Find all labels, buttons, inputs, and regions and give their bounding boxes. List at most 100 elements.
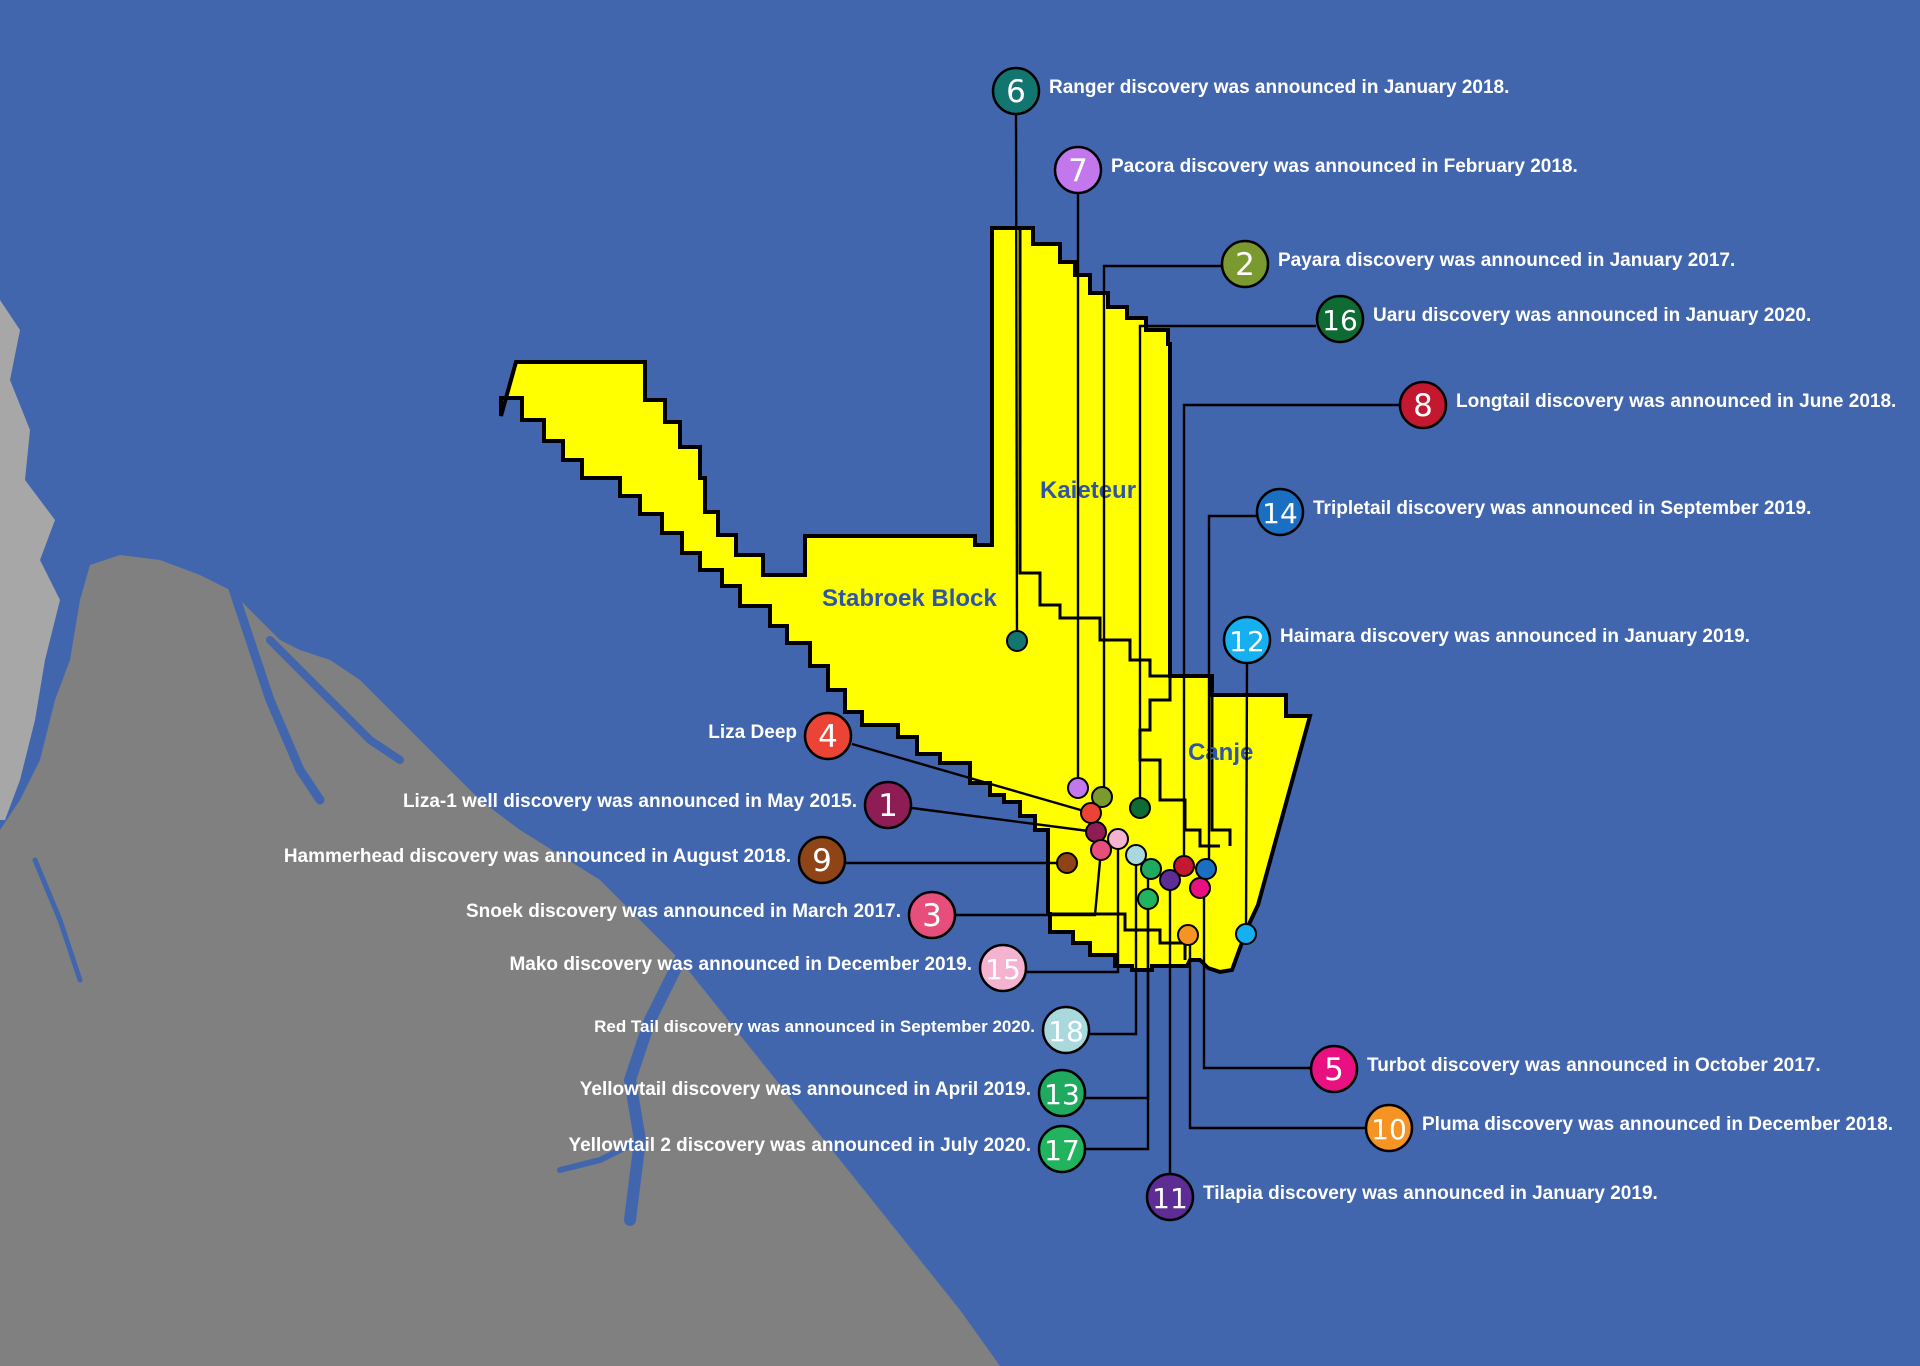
leader-line-14 [1207, 514, 1256, 869]
leader-line-15 [1027, 839, 1120, 974]
discovery-marker-6[interactable]: 6 Ranger discovery was announced in Janua… [991, 66, 1509, 116]
discovery-marker-3[interactable]: 3 Snoek discovery was announced in March … [466, 890, 957, 940]
discovery-point-11[interactable] [1159, 869, 1181, 891]
discovery-marker-7[interactable]: 7 Pacora discovery was announced in Febru… [1053, 145, 1578, 195]
marker-number: 10 [1371, 1113, 1407, 1146]
discovery-marker-2[interactable]: 2 Payara discovery was announced in Janua… [1220, 239, 1735, 289]
marker-circle-icon [1398, 380, 1448, 430]
discovery-point-14[interactable] [1195, 858, 1217, 880]
marker-circle-icon [1053, 145, 1103, 195]
discovery-label: Pluma discovery was announced in Decembe… [1422, 1114, 1893, 1135]
marker-circle-icon [1145, 1172, 1195, 1222]
stabroek-block-outline [499, 226, 1313, 975]
discovery-marker-1[interactable]: 1 Liza-1 well discovery was announced in … [403, 780, 913, 830]
leader-line-1 [911, 806, 1097, 834]
discovery-marker-17[interactable]: 17 Yellowtail 2 discovery was announced i… [568, 1124, 1087, 1174]
discovery-point-1[interactable] [1085, 821, 1107, 843]
discovery-point-7[interactable] [1067, 777, 1089, 799]
marker-number: 7 [1068, 153, 1088, 189]
discovery-point-12[interactable] [1235, 923, 1257, 945]
marker-number: 9 [812, 843, 832, 879]
marker-number: 13 [1044, 1078, 1080, 1111]
marker-number: 2 [1235, 247, 1255, 283]
discovery-point-9[interactable] [1056, 852, 1078, 874]
marker-number: 3 [922, 898, 942, 934]
discovery-label: Liza Deep [708, 722, 797, 743]
marker-number: 6 [1006, 74, 1026, 110]
leader-line-2 [1102, 264, 1222, 797]
discovery-label: Red Tail discovery was announced in Sept… [594, 1017, 1035, 1036]
marker-number: 16 [1322, 304, 1358, 337]
discovery-marker-13[interactable]: 13 Yellowtail discovery was announced in … [580, 1068, 1087, 1118]
discovery-points [1006, 630, 1257, 946]
marker-number: 11 [1152, 1182, 1188, 1215]
discovery-label: Tilapia discovery was announced in Janua… [1203, 1183, 1658, 1204]
discovery-label: Snoek discovery was announced in March 2… [466, 901, 901, 922]
discovery-label: Payara discovery was announced in Januar… [1278, 250, 1735, 271]
marker-number: 14 [1262, 497, 1298, 530]
coastline-land [0, 300, 1000, 1366]
marker-circle-icon [1364, 1103, 1414, 1153]
discovery-label: Pacora discovery was announced in Februa… [1111, 156, 1578, 177]
marker-circle-icon [1041, 1005, 1091, 1055]
discovery-point-15[interactable] [1107, 828, 1129, 850]
land-light [0, 300, 60, 820]
marker-number: 15 [985, 953, 1021, 986]
discovery-label: Yellowtail 2 discovery was announced in … [568, 1135, 1031, 1156]
discovery-marker-9[interactable]: 9 Hammerhead discovery was announced in A… [284, 835, 847, 885]
leader-line-17 [1085, 899, 1150, 1151]
discovery-marker-11[interactable]: 11 Tilapia discovery was announced in Jan… [1145, 1172, 1658, 1222]
discovery-label: Tripletail discovery was announced in Se… [1313, 498, 1811, 519]
area-label-canje: Canje [1188, 739, 1253, 766]
marker-circle-icon [907, 890, 957, 940]
discovery-label: Turbot discovery was announced in Octobe… [1367, 1055, 1821, 1076]
marker-circle-icon [863, 780, 913, 830]
discovery-label: Liza-1 well discovery was announced in M… [403, 791, 857, 812]
leader-line-5 [1202, 888, 1310, 1070]
discovery-point-16[interactable] [1129, 797, 1151, 819]
discovery-label: Hammerhead discovery was announced in Au… [284, 846, 791, 867]
marker-circle-icon [1220, 239, 1270, 289]
discovery-point-5[interactable] [1189, 877, 1211, 899]
marker-number: 17 [1044, 1134, 1080, 1167]
river-4 [557, 1137, 643, 1173]
rivers [32, 575, 686, 1226]
discovery-label: Yellowtail discovery was announced in Ap… [580, 1079, 1031, 1100]
leader-line-18 [1090, 855, 1138, 1036]
discovery-point-6[interactable] [1006, 630, 1028, 652]
discovery-marker-10[interactable]: 10 Pluma discovery was announced in Decem… [1364, 1103, 1893, 1153]
discovery-point-10[interactable] [1177, 924, 1199, 946]
marker-circle-icon [803, 711, 853, 761]
discovery-point-13[interactable] [1140, 858, 1162, 880]
discovery-label: Ranger discovery was announced in Januar… [1049, 77, 1509, 98]
discovery-point-8[interactable] [1173, 855, 1195, 877]
river-2 [266, 636, 404, 764]
area-label-stabroek-block: Stabroek Block [822, 585, 997, 612]
discovery-point-4[interactable] [1080, 802, 1102, 824]
discovery-label: Longtail discovery was announced in June… [1456, 391, 1896, 412]
discovery-marker-14[interactable]: 14 Tripletail discovery was announced in … [1255, 487, 1811, 537]
leader-line-10 [1188, 935, 1365, 1130]
marker-circle-icon [978, 943, 1028, 993]
leader-line-16 [1138, 324, 1316, 808]
marker-number: 4 [818, 719, 838, 755]
discovery-marker-4[interactable]: 4 Liza Deep [708, 711, 853, 761]
discovery-label: Haimara discovery was announced in Janua… [1280, 626, 1750, 647]
discovery-point-17[interactable] [1137, 888, 1159, 910]
discovery-point-3[interactable] [1090, 839, 1112, 861]
river-5 [32, 857, 83, 983]
marker-number: 1 [878, 788, 898, 824]
discovery-point-18[interactable] [1125, 844, 1147, 866]
marker-circle-icon [1222, 615, 1272, 665]
marker-circle-icon [991, 66, 1041, 116]
discovery-point-2[interactable] [1091, 786, 1113, 808]
leader-line-8 [1182, 403, 1399, 866]
area-label-kaieteur: Kaieteur [1040, 477, 1136, 504]
